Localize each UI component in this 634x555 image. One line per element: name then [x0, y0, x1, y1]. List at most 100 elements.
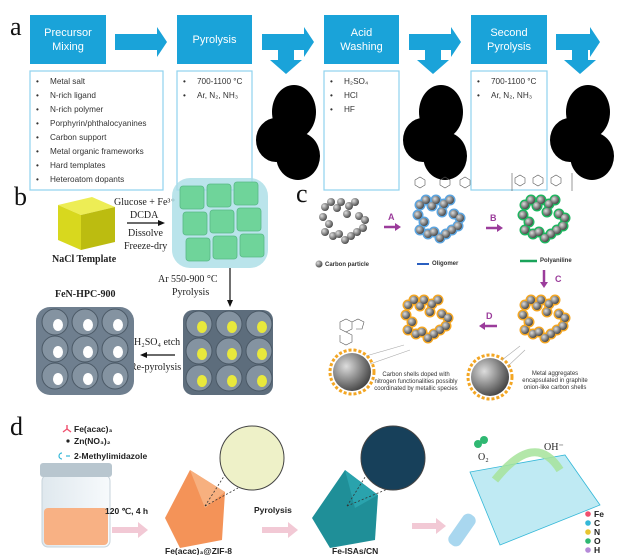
catalyst-particle-icon	[550, 85, 614, 180]
step-title: Acid	[351, 27, 372, 39]
element-swatch	[585, 547, 591, 553]
fe-isas-octahedron	[312, 470, 378, 548]
product-label: Fe-ISAs/CN	[332, 546, 378, 555]
arrowhead	[158, 220, 165, 226]
legend-zn-no3: Zn(NO₃)₂	[74, 436, 111, 446]
carbon-particle-cluster	[319, 198, 369, 244]
porous-carbon-cube	[36, 307, 134, 395]
step2-line: Ar 550-900 °C	[158, 274, 218, 285]
arrow-right	[412, 518, 446, 534]
arrow-a-label: A	[388, 212, 395, 222]
process-step: Pyrolysis • 700-1100 °C • Ar, N₂, NH₃	[176, 15, 253, 191]
element-label: N	[594, 527, 600, 537]
step1-line: Freeze-dry	[124, 241, 167, 252]
bullet: •	[330, 77, 333, 86]
step1-line: Glucose + Fe³⁺	[114, 197, 176, 208]
caption-right-line: Metal aggregates	[532, 371, 578, 377]
step-item: Ar, N₂, NH₃	[197, 91, 238, 100]
bullet: •	[36, 119, 39, 128]
legend-oligomer: Oligomer	[432, 261, 459, 267]
panel-label-d: d	[10, 412, 23, 441]
arrowhead	[227, 300, 233, 307]
green-cube-assembly	[172, 178, 268, 268]
arrow-right-down	[556, 27, 600, 74]
element-swatch	[585, 520, 591, 526]
panel-label-a: a	[10, 12, 22, 41]
caption-left-line: Carbon shells doped with	[382, 372, 449, 378]
step-item: Ar, N₂, NH₃	[491, 91, 532, 100]
bullet: •	[36, 133, 39, 142]
step-item: Porphyrin/phthalocyanines	[50, 119, 147, 128]
bullet: •	[330, 105, 333, 114]
reactant-label: O₂	[478, 452, 489, 463]
step-title: Pyrolysis	[192, 34, 237, 46]
element-label: H	[594, 545, 600, 555]
arrow-d-label: D	[486, 311, 493, 321]
product-label: FeN-HPC-900	[55, 289, 116, 300]
step-title: Second	[490, 27, 527, 39]
step3-line: H₂SO₄ etch	[134, 337, 180, 348]
bullet: •	[477, 77, 480, 86]
reaction-arrow	[491, 448, 564, 483]
element-swatch	[585, 529, 591, 535]
bullet: •	[36, 175, 39, 184]
element-swatch	[585, 511, 591, 517]
step-item: N-rich ligand	[50, 91, 96, 100]
step-item: Heteroatom dopants	[50, 175, 124, 184]
panel-c: c A B C D Carbon particle Oligomer Polya…	[296, 173, 588, 401]
nacl-template-label: NaCl Template	[52, 254, 117, 265]
coated-sphere-right	[466, 345, 526, 401]
legend-fe-acac: Fe(acac)₃	[74, 424, 112, 434]
step-header	[324, 15, 399, 64]
coated-sphere-left	[328, 344, 411, 396]
caption-right-line: onion-like carbon shells	[524, 385, 587, 391]
step2-line: Pyrolysis	[172, 287, 209, 298]
step-item: 700-1100 °C	[197, 77, 243, 86]
nacl-cube	[58, 197, 115, 250]
fe-acac-icon	[62, 425, 72, 433]
metal-aggregate-cluster	[517, 294, 571, 344]
caption-left-line: nitrogen functionalities possibly	[374, 379, 457, 385]
carbon-yellow-cube	[183, 310, 273, 395]
chemical-structure	[339, 173, 573, 346]
step1-line: DCDA	[130, 210, 159, 221]
step-item: HF	[344, 105, 355, 114]
intermediate-label: Fe(acac)₃@ZIF-8	[165, 546, 232, 555]
panel-b: b NaCl Template Glucose + Fe³⁺ DCDA Diss…	[14, 178, 273, 395]
bullet: •	[183, 77, 186, 86]
step-item: Carbon support	[50, 133, 107, 142]
product-species-label: OH⁻	[544, 442, 564, 453]
pyrolysis-label: Pyrolysis	[254, 505, 292, 515]
fe-isas-zoom-inset	[360, 425, 426, 491]
bullet: •	[36, 161, 39, 170]
step-item: HCl	[344, 91, 358, 100]
bullet: •	[183, 91, 186, 100]
step-title: Mixing	[52, 41, 84, 53]
polyaniline-coated-cluster	[517, 194, 571, 244]
step-item: Metal salt	[50, 77, 86, 86]
bullet: •	[477, 91, 480, 100]
bullet: •	[36, 77, 39, 86]
step-header	[471, 15, 547, 64]
element-label: O	[594, 536, 601, 546]
graphene-sheet	[469, 454, 601, 546]
step-title: Precursor	[44, 27, 92, 39]
zif8-zoom-inset	[219, 425, 285, 491]
step-details-box	[29, 70, 164, 191]
arrow-right	[112, 522, 148, 538]
panel-label-b: b	[14, 182, 27, 211]
panel-label-c: c	[296, 179, 308, 208]
step-title: Pyrolysis	[487, 41, 532, 53]
arrow-right	[115, 27, 167, 57]
legend-2-methylimidazole: 2-Methylimidazole	[74, 451, 147, 461]
step3-line: Re-pyrolysis	[130, 362, 181, 373]
step-details-box	[470, 70, 548, 191]
step-header	[177, 15, 252, 64]
catalyst-particle-icon	[403, 85, 467, 180]
step-item: N-rich polymer	[50, 105, 104, 114]
